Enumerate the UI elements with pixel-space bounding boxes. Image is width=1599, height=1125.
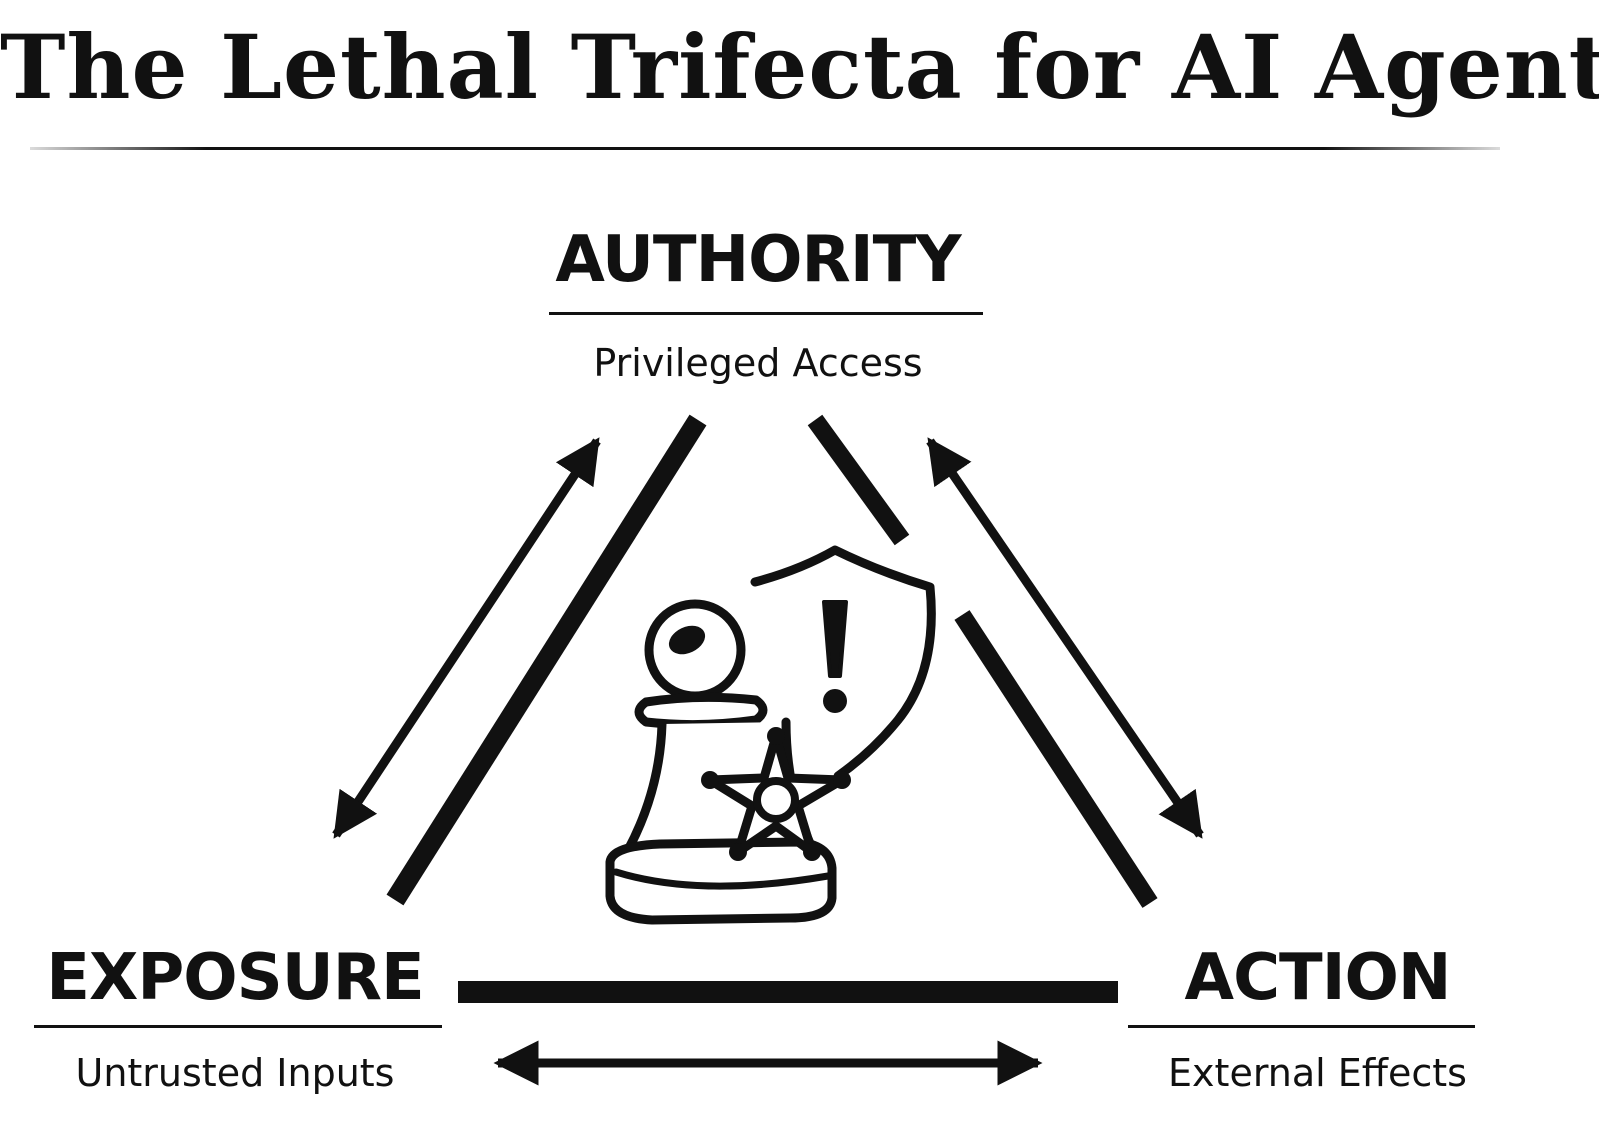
pawn-with-sheriff-badge-and-warning-shield-icon — [610, 550, 931, 920]
pawn-collar — [639, 697, 763, 724]
authority-divider — [549, 312, 983, 315]
authority-heading: AUTHORITY — [548, 224, 968, 296]
exclamation-icon — [824, 602, 846, 676]
action-divider — [1128, 1025, 1475, 1028]
exposure-subtitle: Untrusted Inputs — [30, 1050, 440, 1096]
exposure-divider — [34, 1025, 442, 1028]
action-heading: ACTION — [1110, 942, 1525, 1014]
exclamation-dot — [823, 689, 847, 713]
triangle-right-side-lower — [962, 615, 1150, 903]
triangle-right-side-upper — [815, 420, 902, 540]
exposure-heading: EXPOSURE — [30, 942, 440, 1014]
action-subtitle: External Effects — [1110, 1050, 1525, 1096]
authority-subtitle: Privileged Access — [548, 340, 968, 386]
